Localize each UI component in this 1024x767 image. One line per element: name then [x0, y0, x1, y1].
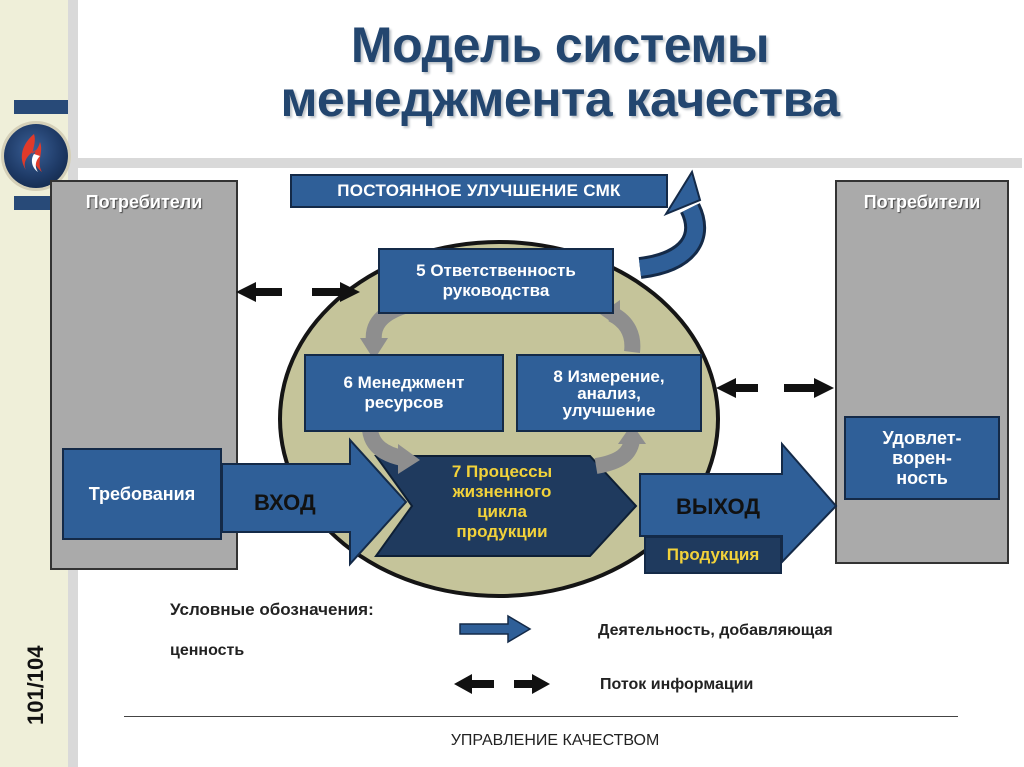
title-line-1: Модель системы — [350, 17, 770, 73]
satisfaction-line-2: ворен- — [892, 448, 952, 468]
arrow-5-to-6-head — [360, 338, 388, 360]
sidebar-stripe — [14, 100, 68, 114]
output-label: ВЫХОД — [676, 494, 761, 519]
info-arrow-left-2 — [716, 378, 758, 398]
box8-line-3: улучшение — [562, 400, 656, 420]
satisfaction-line-1: Удовлет- — [882, 428, 962, 448]
management-responsibility-box: 5 Ответственность руководства — [378, 248, 614, 314]
process-7-shape — [374, 455, 638, 557]
legend-info-flow: Поток информации — [600, 676, 754, 693]
box6-line-2: ресурсов — [364, 393, 444, 412]
measurement-analysis-box: 8 Измерение, анализ, улучшение — [516, 354, 702, 432]
arrow-7-to-8-head — [618, 424, 646, 444]
info-arrow-right-2 — [784, 378, 834, 398]
arrow-6-to-7-head — [398, 444, 420, 474]
requirements-label: Требования — [88, 484, 196, 504]
legend-info-arrow-left — [454, 674, 494, 694]
arrow-8-to-5-head — [600, 300, 620, 328]
product-lifecycle-label: 7 Процессы жизненного цикла продукции — [412, 462, 592, 542]
title-line-2: менеджмента качества — [280, 71, 840, 127]
customers-right-label: Потребители — [863, 192, 981, 212]
product-box: Продукция — [644, 536, 782, 574]
satisfaction-line-3: ность — [896, 468, 948, 488]
arrow-6-to-7 — [362, 428, 404, 466]
legend-info-arrow-right — [514, 674, 550, 694]
box7-line-2: жизненного — [452, 482, 552, 501]
info-arrow-right-1 — [312, 282, 360, 302]
box5-line-1: 5 Ответственность — [416, 261, 576, 280]
box7-line-1: 7 Процессы — [451, 462, 553, 481]
info-arrow-left-1 — [236, 282, 282, 302]
legend-value-word: ценность — [170, 642, 245, 659]
box6-line-1: 6 Менеджмент — [343, 373, 465, 392]
improvement-arrow-head — [663, 169, 702, 217]
input-arrow — [221, 437, 408, 567]
footer-divider — [124, 716, 958, 717]
legend-value-arrow — [459, 614, 532, 644]
legend-value-activity: Деятельность, добавляющая — [598, 622, 833, 639]
product-label: Продукция — [666, 545, 760, 564]
box7-line-3: цикла — [477, 502, 527, 521]
satisfaction-box: Удовлет- ворен- ность — [844, 416, 1000, 500]
header-divider — [78, 158, 1022, 168]
logo-flame-icon — [21, 134, 42, 172]
box8-line-2: анализ, — [577, 383, 641, 403]
footer-text: УПРАВЛЕНИЕ КАЧЕСТВОМ — [450, 732, 660, 749]
customers-left-label: Потребители — [85, 192, 203, 212]
box7-line-4: продукции — [456, 522, 548, 541]
resource-management-box: 6 Менеджмент ресурсов — [304, 354, 504, 432]
company-logo — [4, 124, 68, 188]
customers-right-panel — [835, 180, 1009, 564]
requirements-box: Требования — [62, 448, 222, 540]
continuous-improvement-banner: ПОСТОЯННОЕ УЛУЧШЕНИЕ СМК — [290, 174, 668, 208]
legend-title: Условные обозначения: — [170, 600, 374, 619]
page-title: Модель системы менеджмента качества — [160, 18, 960, 126]
box8-line-1: 8 Измерение, — [553, 366, 665, 386]
input-label: ВХОД — [254, 490, 316, 515]
box5-line-2: руководства — [442, 281, 550, 300]
